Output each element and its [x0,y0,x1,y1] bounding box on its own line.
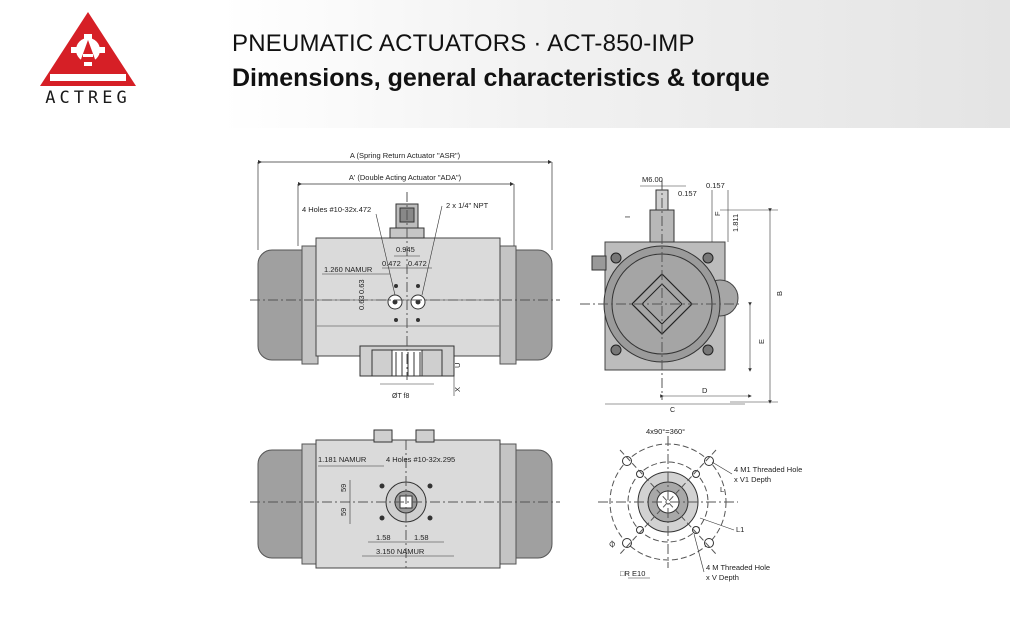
dim-dia-t: ØT f8 [392,393,409,400]
header-band: ACTREG PNEUMATIC ACTUATORS · ACT-850-IMP… [0,0,1010,128]
bottom-holes-label: 4 Holes #10-32x.295 [386,455,455,464]
m-hole-line2: x V Depth [706,573,739,582]
dim-063-a: 0.63 [357,295,366,310]
dim-59-a: 59 [339,484,348,492]
dim-diam: Ø [607,539,618,550]
dim-158-b: 1.58 [414,533,429,542]
npt-label: 2 x 1/4" NPT [446,201,489,210]
page-title: PNEUMATIC ACTUATORS · ACT-850-IMP [232,30,695,57]
bottom-namur-label: 1.181 NAMUR [318,455,367,464]
dim-e: E [757,339,766,344]
page-subtitle: Dimensions, general characteristics & to… [232,64,770,92]
dim-d: D [702,386,708,395]
flange-angle: 4x90°=360° [646,427,685,436]
namur-label: 1.260 NAMUR [324,265,373,274]
dim-m600: M6.00 [642,175,663,184]
dim-0157-a: 0.157 [678,189,697,198]
dim-a-prime-label: A' (Double Acting Actuator "ADA") [349,173,462,182]
actreg-logo [40,12,136,86]
dim-0945: 0.945 [396,245,415,254]
dim-a-label: A (Spring Return Actuator "ASR") [350,151,461,160]
dim-u: U [453,363,462,368]
dim-0157-b: 0.157 [706,181,725,190]
dim-3150-namur: 3.150 NAMUR [376,547,425,556]
logo-text: ACTREG [45,88,131,108]
dim-c: C [670,407,675,414]
bottom-view: 1.181 NAMUR 4 Holes #10-32x.295 59 59 1.… [250,429,560,569]
dim-f: F [713,211,722,216]
dim-1811: 1.811 [731,214,740,232]
front-view: A (Spring Return Actuator "ASR") A' (Dou… [250,151,560,400]
m1-hole-line1: 4 M1 Threaded Hole [734,465,802,474]
dim-0472-b: 0.472 [408,259,427,268]
dim-l1: L1 [736,525,744,534]
dim-l: L [720,485,724,494]
m-hole-line1: 4 M Threaded Hole [706,563,770,572]
dim-i: I [623,216,632,218]
dim-x: X [453,387,462,392]
flange-view: 4x90°=360° 4 M1 Threaded Hole x V1 Depth… [598,427,802,582]
m1-hole-line2: x V1 Depth [734,475,771,484]
dim-0472-a: 0.472 [382,259,401,268]
actuator-body [315,237,501,357]
dim-59-b: 59 [339,508,348,516]
dim-158-a: 1.58 [376,533,391,542]
side-view: M6.00 0.157 0.157 I F 1.811 B E D C [580,175,784,414]
technical-drawings: A (Spring Return Actuator "ASR") A' (Dou… [250,151,802,582]
holes-label: 4 Holes #10-32x.472 [302,205,371,214]
re10-label: □R E10 [620,569,645,578]
dim-b: B [775,291,784,296]
dim-063-b: 0.63 [357,279,366,294]
